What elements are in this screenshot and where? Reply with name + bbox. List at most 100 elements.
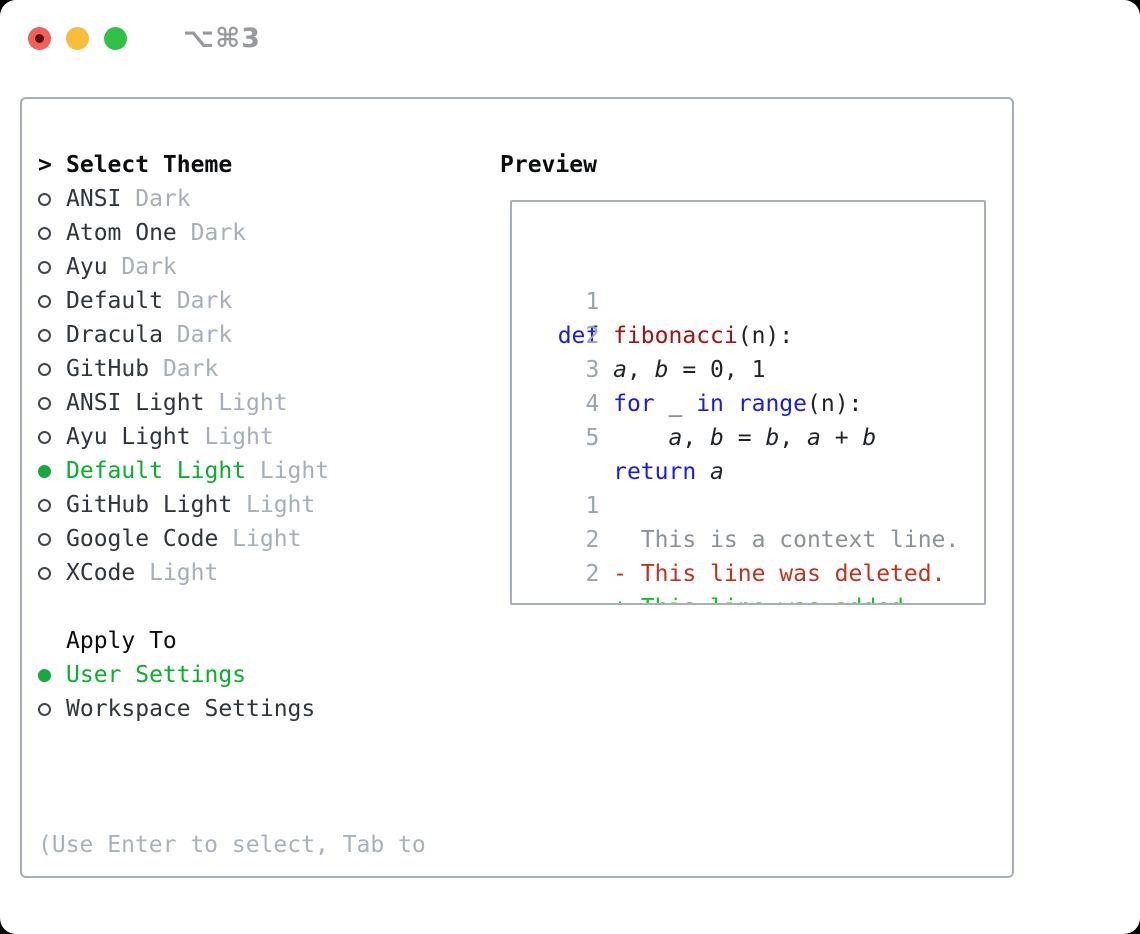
line-number: 1 [585,289,600,315]
preview-code-line: 3 for _ in range(n): [530,319,984,417]
code-segment: (n): [807,391,863,417]
zoom-button[interactable] [104,26,127,50]
theme-option[interactable]: ANSI Dark [38,182,329,216]
theme-option[interactable]: Ayu Light Light [38,420,329,454]
code-segment: a [710,459,724,485]
theme-list: > Select Theme ANSI Dark Atom One Dark A… [38,148,329,590]
theme-option[interactable]: GitHub Dark [38,352,329,386]
preview-code-line: 2 a, b = 0, 1 [530,285,984,383]
titlebar: ⌥⌘3 [0,0,1140,76]
theme-option-variant: Light [218,526,302,552]
code-segment: a [668,425,683,451]
theme-option-name: ANSI [66,186,122,212]
theme-list-header: > Select Theme [38,148,329,182]
radio-icon [38,431,51,444]
theme-option-variant: Dark [162,288,233,314]
radio-icon [38,465,51,478]
code-segment: fibonacci [613,323,738,349]
apply-to-option-label: User Settings [66,662,247,688]
theme-option-variant: Dark [121,186,191,212]
apply-to-title: Apply To [66,628,177,654]
help-line: (Use Enter to select, Tab to [38,832,426,858]
code-segment: = 0, 1 [668,357,766,383]
theme-option-name: Ayu Light [66,424,191,450]
code-segment: return [613,459,697,485]
theme-option[interactable]: Default Dark [38,284,329,318]
radio-icon [38,669,51,682]
help-text: (Use Enter to select, Tab to change focu… [38,760,426,934]
theme-option[interactable]: GitHub Light Light [38,488,329,522]
prompt-icon: > [38,152,52,178]
radio-icon [38,533,51,546]
theme-option[interactable]: Atom One Dark [38,216,329,250]
code-segment: range [737,391,807,417]
code-segment: + [820,425,863,451]
theme-option[interactable]: Dracula Dark [38,318,329,352]
line-number: 2 [585,561,600,587]
line-number: 3 [585,357,600,383]
theme-option-variant: Dark [162,322,233,348]
theme-picker-panel: > Select Theme ANSI Dark Atom One Dark A… [20,97,1014,878]
apply-to-section: Apply To User Settings Workspace Setting… [38,624,315,726]
theme-option-variant: Dark [176,220,247,246]
theme-option-name: Atom One [66,220,177,246]
theme-option-name: Google Code [66,526,219,552]
code-segment: b [765,425,780,451]
theme-option[interactable]: Google Code Light [38,522,329,556]
code-segment [724,391,738,417]
theme-option-variant: Light [135,560,219,586]
code-segment: _ [654,391,697,417]
apply-to-option[interactable]: Workspace Settings [38,692,315,726]
preview-code-line: 2 + This line was added. [530,523,984,603]
code-segment: b [654,357,669,383]
radio-icon [38,397,51,410]
code-segment: for [613,391,655,417]
code-segment: (n): [737,323,794,349]
theme-option-variant: Dark [107,254,177,280]
radio-icon [38,567,51,580]
theme-option-name: GitHub Light [66,492,233,518]
code-segment: + This line was added. [558,595,918,603]
close-button[interactable] [28,26,51,50]
window-title: ⌥⌘3 [183,22,261,54]
code-segment: a [807,425,821,451]
line-number: 1 [585,493,600,519]
theme-option[interactable]: Ayu Dark [38,250,329,284]
preview-code-line: 1 This is a context line. [530,455,984,553]
code-segment: a [613,357,627,383]
code-segment: , [682,425,711,451]
code-segment: b [862,425,877,451]
theme-option[interactable]: ANSI Light Light [38,386,329,420]
theme-option-variant: Light [232,492,316,518]
preview-code-line: 2 - This line was deleted. [530,489,984,587]
theme-option-name: Dracula [66,322,163,348]
line-number: 4 [585,391,600,417]
radio-icon [38,261,51,274]
theme-option[interactable]: Default Light Light [38,454,329,488]
theme-option-variant: Light [246,458,330,484]
theme-option-name: Ayu [66,254,108,280]
code-segment [696,459,710,485]
radio-icon [38,329,51,342]
apply-to-option[interactable]: User Settings [38,658,315,692]
minimize-button[interactable] [66,26,89,50]
theme-option-name: Default Light [66,458,247,484]
line-number: 5 [585,425,600,451]
theme-option-name: Default [66,288,163,314]
radio-icon [38,703,51,716]
apply-to-header: Apply To [38,624,315,658]
line-number: 2 [585,323,600,349]
preview-code-line: 1 def fibonacci(n): [530,251,984,349]
radio-icon [38,193,51,206]
code-segment: - This line was deleted. [557,561,946,587]
radio-icon [38,295,51,308]
code-segment: , [779,425,808,451]
theme-option-name: GitHub [66,356,150,382]
code-segment: This is a context line. [557,527,960,553]
theme-option[interactable]: XCode Light [38,556,329,590]
radio-icon [38,363,51,376]
preview-code-line: 4 a, b = b, a + b [530,353,984,451]
radio-icon [38,227,51,240]
preview-title: Preview [500,152,597,178]
